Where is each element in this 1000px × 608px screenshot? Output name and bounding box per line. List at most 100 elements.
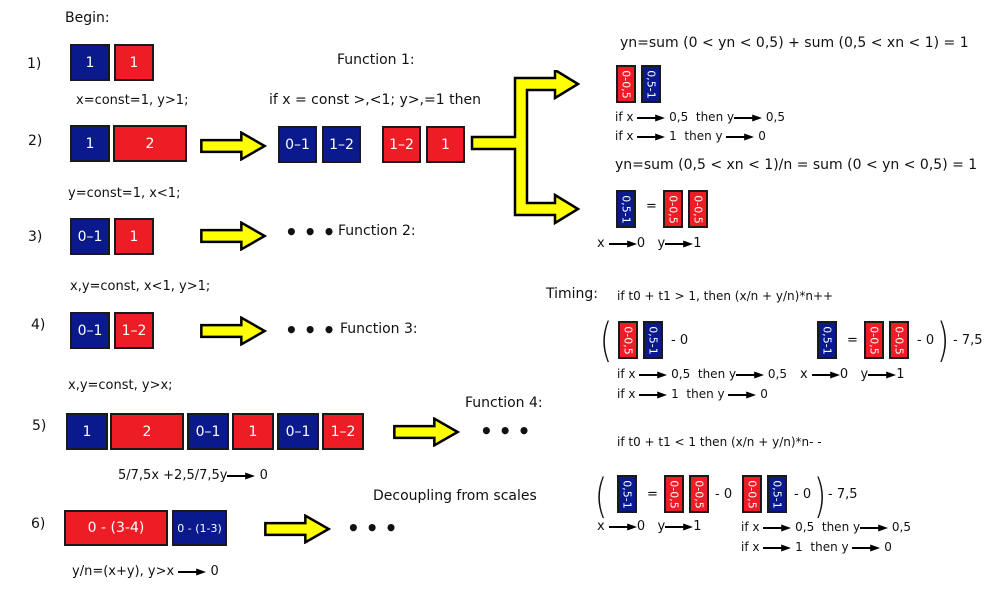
timing-minus-tail: - 7,5 <box>828 487 858 502</box>
row-3-box-1: 0–1 <box>70 218 110 255</box>
right-arrow-icon <box>227 472 256 479</box>
row-5-box-5: 0–1 <box>277 413 319 450</box>
right-arrow-icon <box>860 524 889 531</box>
row-6-box-2: 0 - (1-3) <box>172 510 227 546</box>
function-1-box-4: 1 <box>426 126 465 163</box>
function-1-box-3: 1–2 <box>382 126 421 163</box>
timing-cond-plus: if t0 + t1 > 1, then (x/n + y/n)*n++ <box>617 289 834 303</box>
timing-plus-box-4: 0-0,5 <box>864 321 884 359</box>
function-1-condition: if x = const >,<1; y>,=1 then <box>269 92 481 108</box>
function-2-title: Function 2: <box>338 223 416 239</box>
branch-top-rule-1: if x 0,5 then y 0,5 <box>615 110 786 124</box>
timing-plus-equals: = <box>847 333 858 348</box>
yellow-arrow-row-3 <box>200 221 266 251</box>
row-6-box-1: 0 - (3-4) <box>64 510 168 546</box>
row-1-box-1: 1 <box>70 44 110 81</box>
timing-cond-minus: if t0 + t1 < 1 then (x/n + y/n)*n- - <box>617 435 822 449</box>
yellow-arrow-row-2 <box>200 131 266 161</box>
timing-plus-minus0-a: - 0 <box>671 333 689 348</box>
ellipsis-row-5: ••• <box>480 419 537 443</box>
close-paren-2: ) <box>813 469 827 523</box>
row-1-number: 1) <box>27 56 42 72</box>
row-2-condition: x=const=1, y>1; <box>76 93 189 108</box>
right-arrow-icon <box>608 240 637 247</box>
row-5-condition: x,y=const, y>x; <box>68 378 173 393</box>
row-5-note: 5/7,5x +2,5/7,5y 0 <box>118 468 268 483</box>
begin-label: Begin: <box>65 10 110 26</box>
row-6-note: y/n=(x+y), y>x 0 <box>72 564 219 579</box>
function-1-title: Function 1: <box>337 52 415 68</box>
branch-bottom-right-box-1: 0-0,5 <box>663 190 683 228</box>
timing-plus-box-5: 0-0,5 <box>889 321 909 359</box>
branch-top-box-2: 0,5-1 <box>641 65 661 103</box>
right-arrow-icon <box>763 544 792 551</box>
row-5-box-4: 1 <box>232 413 274 450</box>
timing-minus-minus0-b: - 0 <box>794 487 812 502</box>
function-1-box-2: 1–2 <box>322 126 361 163</box>
right-arrow-icon <box>665 523 694 530</box>
right-arrow-icon <box>637 133 666 140</box>
yellow-arrow-row-6 <box>264 514 330 544</box>
timing-minus-rule-2: if x 1 then y 0 <box>741 540 892 554</box>
row-4-box-2: 1–2 <box>114 312 154 349</box>
row-5-box-6: 1–2 <box>322 413 364 450</box>
row-4-box-1: 0–1 <box>70 312 110 349</box>
branch-bottom-left-box: 0,5-1 <box>616 190 636 228</box>
ellipsis-row-4: ••• <box>285 318 342 342</box>
row-6-number: 6) <box>31 516 46 532</box>
ellipsis-row-3: ••• <box>285 220 342 244</box>
timing-minus-rule-1: if x 0,5 then y 0,5 <box>741 520 912 534</box>
close-paren: ) <box>936 313 950 367</box>
right-arrow-icon <box>734 114 763 121</box>
right-arrow-icon <box>637 114 666 121</box>
timing-minus-equals: = <box>647 487 658 502</box>
timing-plus-minus0-b: - 0 <box>917 333 935 348</box>
branch-arrow <box>470 70 580 226</box>
function-1-box-1: 0–1 <box>278 126 317 163</box>
row-5-box-1: 1 <box>66 413 108 450</box>
row-5-box-3: 0–1 <box>187 413 229 450</box>
timing-minus-box-3: 0-0,5 <box>689 475 709 513</box>
timing-plus-rule-1: if x 0,5 then y 0,5 <box>617 367 788 381</box>
row-5-number: 5) <box>32 418 47 434</box>
right-arrow-icon <box>763 524 792 531</box>
branch-top-formula: yn=sum (0 < yn < 0,5) + sum (0,5 < xn < … <box>620 35 969 51</box>
timing-label: Timing: <box>546 286 599 302</box>
yellow-arrow-row-5 <box>393 417 459 447</box>
timing-minus-box-4: 0-0,5 <box>742 475 762 513</box>
right-arrow-icon <box>639 391 668 398</box>
right-arrow-icon <box>736 371 765 378</box>
branch-top-rule-2: if x 1 then y 0 <box>615 129 766 143</box>
timing-plus-box-2: 0,5-1 <box>643 321 663 359</box>
ellipsis-row-6: ••• <box>347 516 404 540</box>
yellow-arrow-row-4 <box>200 316 266 346</box>
row-3-condition: y=const=1, x<1; <box>68 186 181 201</box>
timing-plus-box-3: 0,5-1 <box>817 321 837 359</box>
row-1-box-2: 1 <box>114 44 154 81</box>
branch-bottom-equals: = <box>646 199 657 214</box>
right-arrow-icon <box>726 133 755 140</box>
row-3-box-2: 1 <box>114 218 154 255</box>
open-paren-2: ( <box>594 469 608 523</box>
right-arrow-icon <box>639 371 668 378</box>
row-2-number: 2) <box>28 133 43 149</box>
timing-minus-box-2: 0-0,5 <box>664 475 684 513</box>
row-2-box-1: 1 <box>70 125 110 162</box>
timing-minus-box-5: 0,5-1 <box>767 475 787 513</box>
right-arrow-icon <box>178 568 207 575</box>
branch-bottom-formula: yn=sum (0,5 < xn < 1)/n = sum (0 < yn < … <box>615 157 978 173</box>
open-paren: ( <box>599 313 613 367</box>
timing-minus-box-1: 0,5-1 <box>617 475 637 513</box>
right-arrow-icon <box>868 371 897 378</box>
right-arrow-icon <box>665 240 694 247</box>
timing-plus-box-1: 0-0,5 <box>618 321 638 359</box>
timing-minus-minus0-a: - 0 <box>715 487 733 502</box>
timing-plus-tail: - 7,5 <box>953 333 983 348</box>
branch-bottom-right-box-2: 0-0,5 <box>688 190 708 228</box>
row-2-box-2: 2 <box>113 125 187 162</box>
right-arrow-icon <box>852 544 881 551</box>
right-arrow-icon <box>608 523 637 530</box>
